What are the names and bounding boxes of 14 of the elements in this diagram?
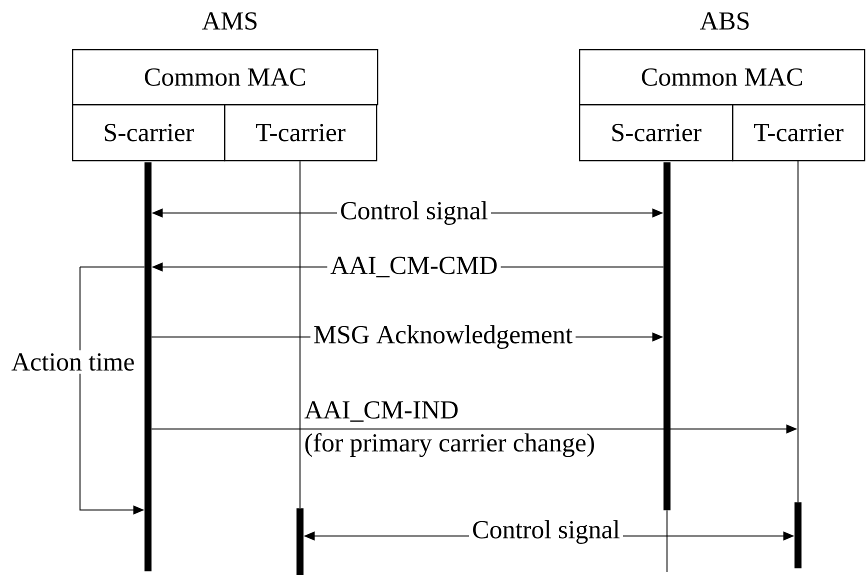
edge-label: AAI_CM-IND (for primary carrier change) xyxy=(304,401,594,458)
entity-label: AMS xyxy=(202,12,257,30)
layer-box: S-carrier xyxy=(72,104,226,162)
layer-box: T-carrier xyxy=(732,104,866,162)
layer-box: T-carrier xyxy=(224,104,378,162)
edge-label: Control signal xyxy=(336,198,492,228)
edge-label: Control signal xyxy=(468,517,624,547)
layer-box: Common MAC xyxy=(72,49,378,106)
layer-box: S-carrier xyxy=(579,104,734,162)
edge-label: AAI_CM-CMD xyxy=(327,254,501,280)
entity-label: ABS xyxy=(700,12,749,30)
edge-label: Action time xyxy=(8,350,138,374)
edge-label: MSG Acknowledgement xyxy=(310,322,576,352)
layer-box: Common MAC xyxy=(579,49,866,106)
